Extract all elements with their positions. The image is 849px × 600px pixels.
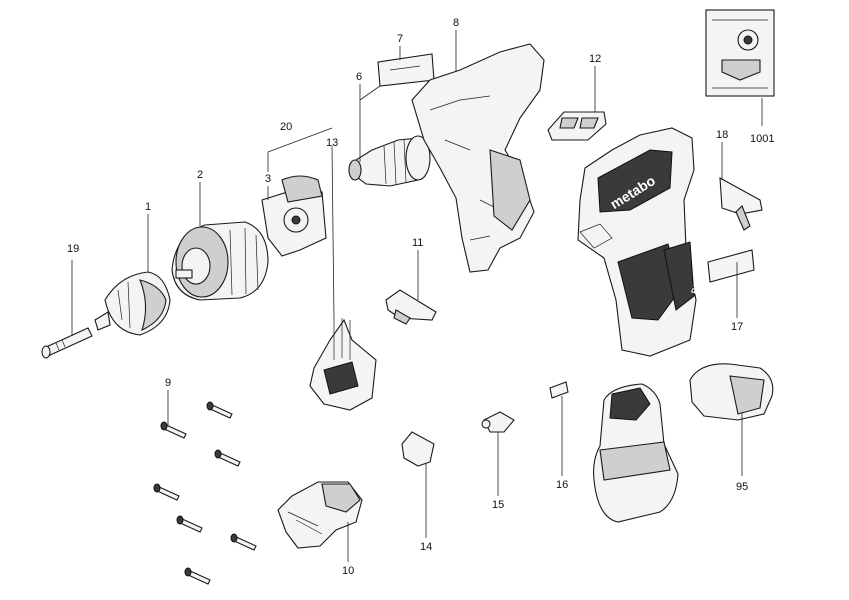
part-8-housing-half	[411, 43, 545, 273]
part-6-motor	[348, 135, 431, 187]
callout-7: 7	[397, 33, 403, 45]
part-17-label	[707, 249, 755, 283]
callout-16: 16	[556, 479, 568, 491]
callout-10: 10	[342, 565, 354, 577]
callout-2: 2	[197, 169, 203, 181]
callout-17: 17	[731, 321, 743, 333]
part-10-housing-insert	[277, 481, 363, 549]
part-15-led	[481, 411, 515, 433]
callout-20: 20	[280, 121, 292, 133]
callout-6: 6	[356, 71, 362, 83]
part-16-contact	[549, 381, 569, 399]
battery-pack	[593, 383, 679, 523]
part-1001-inset	[705, 9, 775, 97]
callout-19: 19	[67, 243, 79, 255]
part-2-gearbox	[171, 221, 269, 301]
callout-labels: 19 1 2 3 20 13 6 7 8 12 1001 18 17 11 9 …	[67, 17, 774, 577]
part-3-motor-bracket	[261, 175, 327, 257]
part-14-clip	[401, 431, 435, 467]
part-13-electronics	[309, 318, 377, 411]
callout-13: 13	[326, 137, 338, 149]
callout-12: 12	[589, 53, 601, 65]
part-7-label	[377, 53, 435, 87]
callout-8: 8	[453, 17, 459, 29]
callout-9: 9	[165, 377, 171, 389]
assembled-drill: metabo POWERMAXX	[577, 127, 716, 357]
part-9-screws	[153, 401, 257, 585]
callout-18: 18	[716, 129, 728, 141]
part-11-cap	[385, 289, 437, 325]
part-19-bolt	[41, 327, 93, 359]
callout-3: 3	[265, 173, 271, 185]
callout-1001: 1001	[750, 133, 774, 145]
callout-15: 15	[492, 499, 504, 511]
part-12-switch	[547, 111, 607, 141]
callout-95: 95	[736, 481, 748, 493]
callout-14: 14	[420, 541, 432, 553]
part-95-battery-cap	[689, 363, 774, 421]
callout-1: 1	[145, 201, 151, 213]
callout-11: 11	[412, 237, 423, 249]
leader-lines	[71, 30, 763, 562]
part-1-chuck	[94, 271, 171, 336]
part-18-belt-clip	[719, 177, 763, 231]
